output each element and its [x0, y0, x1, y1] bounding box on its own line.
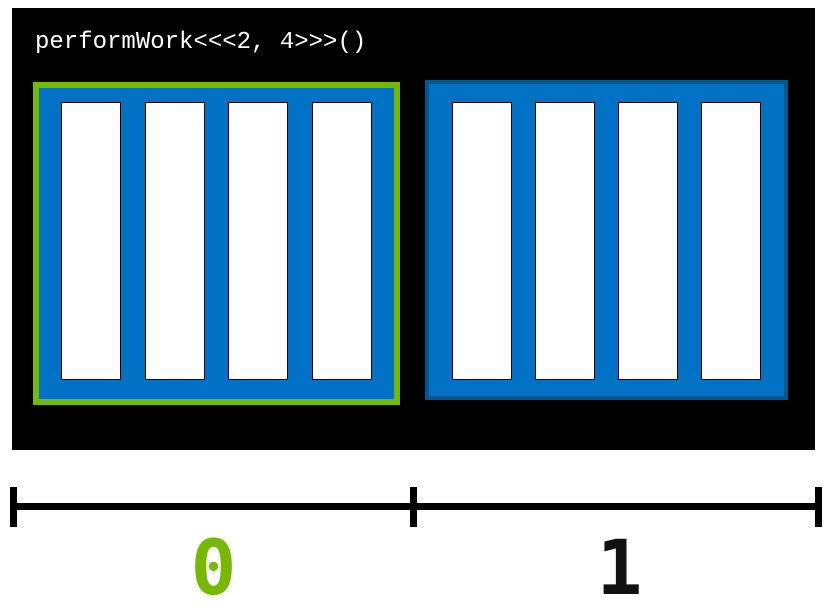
thread-bar [144, 102, 205, 380]
thread-bar [452, 102, 512, 380]
thread-bar [535, 102, 595, 380]
cuda-block-0 [33, 82, 400, 405]
thread-bar [61, 102, 121, 380]
thread-bar [618, 102, 678, 380]
thread-bar [701, 102, 761, 380]
axis-tick-right [815, 487, 822, 527]
thread-bar [311, 102, 372, 380]
cuda-block-1 [425, 80, 788, 400]
axis-tick-left [10, 487, 17, 527]
kernel-panel: performWork<<<2, 4>>>() [12, 8, 815, 450]
block-index-label-1: 1 [596, 523, 643, 612]
axis-tick-middle [410, 487, 417, 527]
block-index-label-0: 0 [190, 523, 237, 612]
kernel-launch-code: performWork<<<2, 4>>>() [35, 29, 367, 56]
thread-bar [228, 102, 289, 380]
